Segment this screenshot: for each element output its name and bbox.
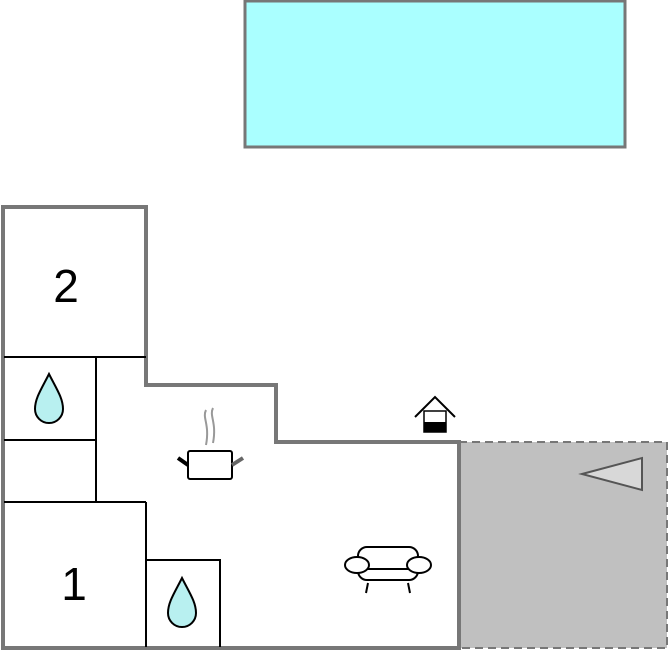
outer-wall — [1, 205, 461, 650]
bedroom-1-label: 1 — [61, 558, 87, 610]
pool — [243, 0, 627, 149]
house-icon — [414, 395, 456, 433]
inner-walls — [4, 356, 221, 647]
bedroom-2-label: 2 — [53, 260, 79, 312]
terrace-direction-icon — [578, 456, 643, 492]
sofa-icon — [344, 546, 432, 594]
cooking-pot-icon — [176, 407, 245, 480]
water-drop-icon — [33, 371, 65, 424]
water-drop-icon — [166, 575, 198, 628]
